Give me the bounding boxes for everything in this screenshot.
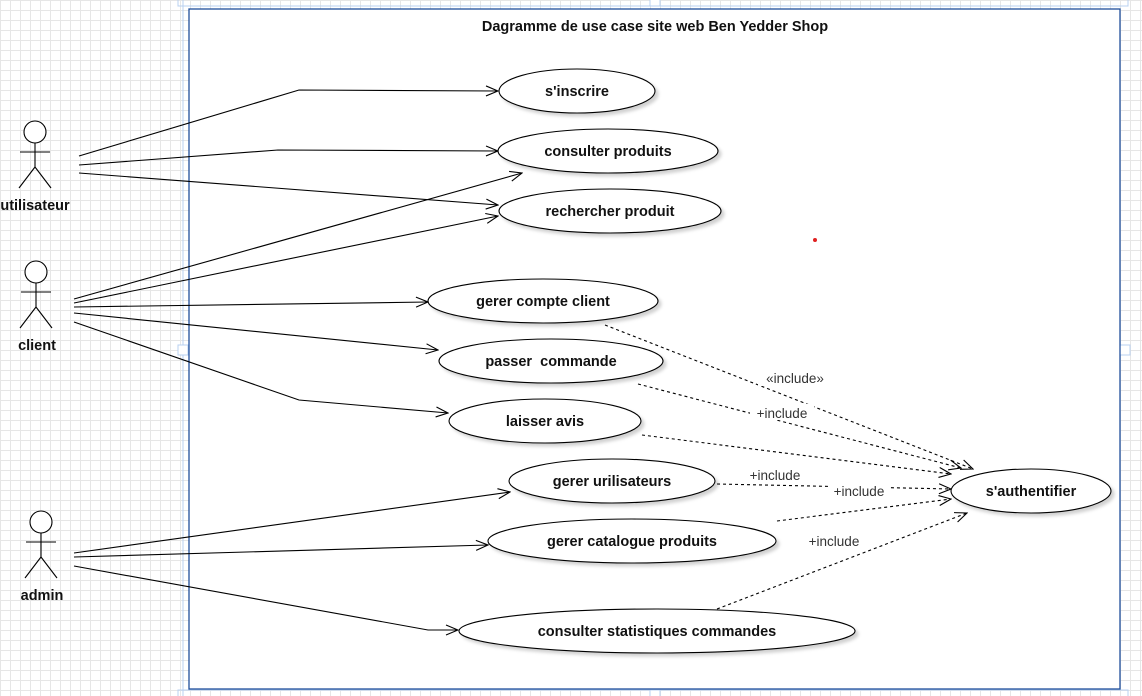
actor-admin[interactable] <box>24 510 58 579</box>
use-case-label: passer commande <box>485 354 616 370</box>
use-case-gerer-utilisateurs[interactable]: gerer urilisateurs <box>508 458 716 504</box>
edge-label-stats: +include <box>809 534 860 549</box>
use-case-label: gerer compte client <box>476 294 610 310</box>
use-case-laisser-avis[interactable]: laisser avis <box>448 398 642 444</box>
use-case-passer-commande[interactable]: passer commande <box>438 338 664 384</box>
actor-utilisateur[interactable] <box>18 120 52 189</box>
use-case-rechercher-produit[interactable]: rechercher produit <box>498 188 722 234</box>
include-stats-auth <box>716 513 967 610</box>
edge-label-commande: +include <box>757 406 808 421</box>
assoc-client-avis <box>73 321 448 413</box>
assoc-client-compte <box>73 302 428 307</box>
use-case-gerer-compte[interactable]: gerer compte client <box>427 278 659 324</box>
use-case-consulter-stats[interactable]: consulter statistiques commandes <box>458 608 856 654</box>
actor-label-client: client <box>18 338 56 354</box>
use-case-label: laisser avis <box>506 414 584 430</box>
include-commande-auth <box>637 383 961 468</box>
diagram-title: Dagramme de use case site web Ben Yedder… <box>482 19 828 35</box>
assoc-client-commande <box>73 312 438 350</box>
system-boundary[interactable] <box>188 8 1121 690</box>
actor-head-icon <box>24 260 48 284</box>
actor-label-utilisateur: utilisateur <box>0 198 70 214</box>
use-case-label: consulter statistiques commandes <box>538 624 777 640</box>
assoc-admin-stats <box>73 565 458 630</box>
actor-client[interactable] <box>19 260 53 329</box>
use-case-consulter-produits[interactable]: consulter produits <box>497 128 719 174</box>
edge-label-utilisateurs: +include <box>750 468 801 483</box>
include-dependencies <box>604 324 973 610</box>
marker-dot <box>813 238 817 242</box>
edge-label-catalogue: +include <box>834 484 885 499</box>
assoc-client-rechercher <box>73 216 498 304</box>
assoc-utilisateur-inscrire <box>78 90 498 157</box>
use-case-label: consulter produits <box>544 144 671 160</box>
assoc-client-consulter <box>73 173 522 300</box>
associations <box>73 90 522 630</box>
use-case-label: gerer catalogue produits <box>547 534 717 550</box>
assoc-utilisateur-consulter <box>78 150 498 166</box>
use-case-label: s'authentifier <box>986 484 1077 500</box>
actor-head-icon <box>29 510 53 534</box>
use-case-inscrire[interactable]: s'inscrire <box>498 68 656 114</box>
assoc-admin-catalogue <box>73 545 488 558</box>
assoc-admin-utilisateurs <box>73 492 510 554</box>
edge-labels: «include» +include +include +include +in… <box>750 370 890 549</box>
use-case-label: gerer urilisateurs <box>553 474 671 490</box>
include-catalogue-auth <box>776 499 951 522</box>
use-case-authentifier[interactable]: s'authentifier <box>950 468 1112 514</box>
include-avis-auth <box>641 434 951 474</box>
use-case-label: rechercher produit <box>546 204 675 220</box>
use-case-label: s'inscrire <box>545 84 609 100</box>
actor-label-admin: admin <box>21 588 64 604</box>
edge-label-compte: «include» <box>766 371 824 386</box>
use-case-gerer-catalogue[interactable]: gerer catalogue produits <box>487 518 777 564</box>
actor-head-icon <box>23 120 47 144</box>
